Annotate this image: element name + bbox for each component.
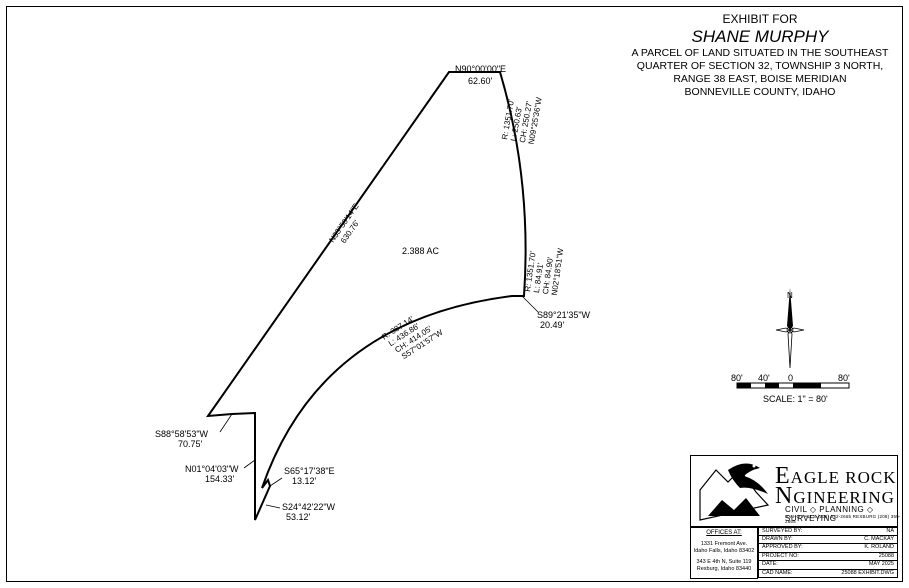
company-name: EAGLE ROCK NGINEERING: [775, 464, 897, 509]
description-line-2: QUARTER OF SECTION 32, TOWNSHIP 3 NORTH,: [636, 60, 884, 72]
info-value: 25088 EXHIBIT.DWG: [841, 569, 894, 576]
info-label: CAD NAME:: [762, 569, 793, 576]
company-phones: IDAHO FALLS (208) 542-2665 REXBURG (208)…: [785, 514, 901, 524]
sw-bearing-label: S88°58'53"W: [155, 429, 209, 439]
eagle-logo-icon: [699, 463, 770, 521]
stub-distance-label: 20.49': [540, 320, 565, 330]
scale-zero-label: 0: [788, 373, 793, 383]
leader-line: [521, 295, 539, 313]
info-value: NA: [886, 528, 894, 534]
north-arrow-icon: N: [775, 288, 805, 369]
curve1-labels: R: 1351.70' L: 250.63' CH: 250.27' N09°2…: [500, 96, 544, 145]
leader-line: [243, 459, 256, 469]
scale-bar: 80' 40' 0 80' SCALE: 1" = 80': [731, 373, 850, 404]
west2-bearing-label: N01°04'03"W: [185, 464, 239, 474]
info-value: K. ROLAND: [864, 544, 894, 550]
scale-40-label: 40': [758, 373, 770, 383]
leader-line: [265, 504, 281, 509]
info-label: PROJECT NO:: [762, 552, 799, 559]
info-value: 25088: [878, 552, 894, 559]
info-label: APPROVED BY:: [762, 544, 803, 550]
offices-box: OFFICES AT: 1331 Fremont Ave. Idaho Fall…: [690, 527, 758, 579]
west-line-labels: N33°50'14"E 630.76': [327, 202, 361, 245]
top-distance-label: 62.60': [468, 76, 493, 86]
title-block: EXHIBIT FOR SHANE MURPHY A PARCEL OF LAN…: [620, 12, 900, 99]
description-line-4: BONNEVILLE COUNTY, IDAHO: [684, 86, 836, 98]
curve2-labels: R: 1351.70' L: 84.91' CH: 84.90' N02°18'…: [523, 247, 566, 296]
info-row: APPROVED BY: K. ROLAND: [758, 544, 898, 553]
sub2-bearing-label: S24°42'22"W: [282, 502, 336, 512]
exhibit-for-label: EXHIBIT FOR: [722, 12, 798, 26]
info-row: SURVEYED BY: NA: [758, 527, 898, 536]
project-info-table: SURVEYED BY: NA DRAWN BY: C. MACKAY APPROV…: [758, 527, 898, 579]
logo-word-agle-rock: AGLE ROCK: [790, 468, 897, 487]
owner-name: SHANE MURPHY: [691, 27, 829, 46]
west2-distance-label: 154.33': [205, 474, 235, 484]
office2-line1: 343 E 4th N, Suite 119: [696, 559, 752, 565]
leader-line: [219, 413, 233, 433]
scale-right-label: 80': [838, 373, 850, 383]
info-label: DRAWN BY:: [762, 535, 793, 542]
logo-letter-n: N: [775, 483, 794, 509]
sw-distance-label: 70.75': [178, 439, 203, 449]
area-label: 2.388 AC: [402, 246, 440, 256]
info-row: PROJECT NO: 25088: [758, 552, 898, 561]
north-label: N: [787, 291, 793, 300]
info-row: DATE: MAY 2025: [758, 561, 898, 570]
info-row: CAD NAME: 25088 EXHIBIT.DWG: [758, 569, 898, 578]
drawing-sheet-border: [6, 6, 903, 582]
info-value: C. MACKAY: [864, 535, 894, 542]
office1-line1: 1331 Fremont Ave.: [700, 541, 748, 547]
top-bearing-label: N90°00'00"E: [455, 64, 506, 74]
office1-line2: Idaho Falls, Idaho 83402: [693, 548, 755, 554]
info-label: SURVEYED BY:: [762, 528, 803, 534]
scale-text: SCALE: 1" = 80': [763, 394, 828, 404]
description-line-1: A PARCEL OF LAND SITUATED IN THE SOUTHEA…: [631, 47, 889, 59]
sub1-bearing-label: S65°17'38"E: [284, 466, 335, 476]
sub1-distance-label: 13.12': [292, 476, 317, 486]
info-label: DATE:: [762, 561, 778, 567]
curve2-bearing: N02°18'51"W: [550, 247, 566, 296]
info-value: MAY 2025: [868, 561, 894, 567]
offices-header: OFFICES AT:: [706, 530, 742, 536]
description-line-3: RANGE 38 EAST, BOISE MERIDIAN: [673, 73, 847, 85]
info-row: DRAWN BY: C. MACKAY: [758, 535, 898, 544]
stub-bearing-label: S89°21'35"W: [537, 310, 591, 320]
logo-box: [690, 455, 898, 527]
office2-line2: Rexburg, Idaho 83440: [696, 566, 752, 572]
logo-word-gineering: GINEERING: [793, 488, 895, 507]
logo-letter-e: E: [775, 463, 791, 489]
scale-left-label: 80': [731, 373, 743, 383]
sub2-distance-label: 53.12': [286, 512, 311, 522]
parcel-boundary: [205, 71, 527, 521]
curve2-length: L: 84.91': [532, 262, 545, 294]
leader-line: [269, 477, 283, 487]
company-tagline: CIVIL ◇ PLANNING ◇ SURVEYING: [785, 505, 874, 523]
